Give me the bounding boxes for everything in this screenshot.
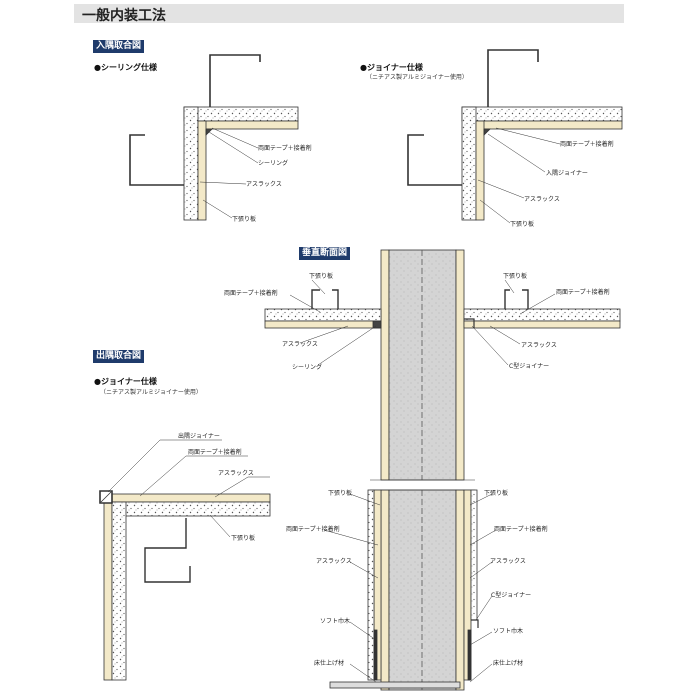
vertical-section-top-right xyxy=(463,279,621,366)
label-vs-c-joiner-tr: C型ジョイナー xyxy=(509,362,549,370)
tag-vertical-section: 垂直断面図 xyxy=(299,247,351,260)
label-aslacks-1: アスラックス xyxy=(246,181,282,188)
label-vs-tape-br: 両面テープ＋接着剤 xyxy=(494,525,548,533)
note-joiner-outside: （ニチアス製アルミジョイナー使用） xyxy=(100,389,202,396)
note-joiner-inside: （ニチアス製アルミジョイナー使用） xyxy=(366,74,468,81)
label-vs-base-board-br: 下張り板 xyxy=(484,489,508,497)
label-outside-joiner: 出隅ジョイナー xyxy=(178,432,220,440)
vertical-section-bottom-left xyxy=(323,489,461,689)
label-inside-joiner: 入隅ジョイナー xyxy=(546,169,588,177)
label-vs-tape-tr: 両面テープ＋接着剤 xyxy=(556,288,610,296)
label-double-sided-tape-1: 両面テープ＋接着剤 xyxy=(258,144,312,152)
inside-corner-joiner-drawing xyxy=(407,49,623,224)
label-base-board-3: 下張り板 xyxy=(231,534,255,542)
label-vs-baseboard-trim-br: ソフト巾木 xyxy=(493,627,523,635)
label-vs-aslacks-br: アスラックス xyxy=(490,558,526,565)
outside-corner-joiner-drawing xyxy=(99,439,271,681)
label-vs-floor-br: 床仕上げ材 xyxy=(493,659,523,667)
label-sealing-1: シーリング xyxy=(258,159,288,167)
vertical-section-bottom-right xyxy=(463,489,497,683)
label-aslacks-2: アスラックス xyxy=(524,196,560,203)
label-vs-base-board-bl: 下張り板 xyxy=(328,489,352,497)
page-header: 一般内装工法 xyxy=(74,4,624,24)
label-vs-aslacks-bl: アスラックス xyxy=(316,558,352,565)
label-vs-tape-tl: 両面テープ＋接着剤 xyxy=(224,289,278,297)
label-vs-floor-bl: 床仕上げ材 xyxy=(314,659,344,667)
label-double-sided-tape-2: 両面テープ＋接着剤 xyxy=(560,140,614,148)
label-vs-baseboard-trim-bl: ソフト巾木 xyxy=(320,617,350,625)
vertical-section-top-left xyxy=(264,279,382,366)
vertical-section-column xyxy=(370,249,475,691)
tag-outside-corner: 出隅取合図 xyxy=(93,350,145,363)
label-base-board-2: 下張り板 xyxy=(510,220,534,228)
label-vs-aslacks-tr: アスラックス xyxy=(521,342,557,349)
inside-corner-sealing-drawing xyxy=(129,54,299,221)
heading-joiner-spec-inside: ●ジョイナー仕様 xyxy=(360,63,423,72)
label-base-board-1: 下張り板 xyxy=(232,215,256,223)
label-double-sided-tape-3: 両面テープ＋接着剤 xyxy=(188,448,242,456)
page-title: 一般内装工法 xyxy=(82,8,166,24)
heading-sealing-spec: ●シーリング仕様 xyxy=(94,63,157,72)
label-vs-c-joiner-br: C型ジョイナー xyxy=(491,591,531,599)
heading-joiner-spec-outside: ●ジョイナー仕様 xyxy=(94,377,157,386)
label-vs-base-board-tr: 下張り板 xyxy=(503,272,527,280)
label-vs-aslacks-tl: アスラックス xyxy=(282,341,318,348)
label-vs-base-board-tl: 下張り板 xyxy=(309,272,333,280)
tag-inside-corner: 入隅取合図 xyxy=(93,40,145,53)
label-vs-sealing-tl: シーリング xyxy=(292,363,322,371)
label-aslacks-3: アスラックス xyxy=(218,470,254,477)
label-vs-tape-bl: 両面テープ＋接着剤 xyxy=(286,525,340,533)
